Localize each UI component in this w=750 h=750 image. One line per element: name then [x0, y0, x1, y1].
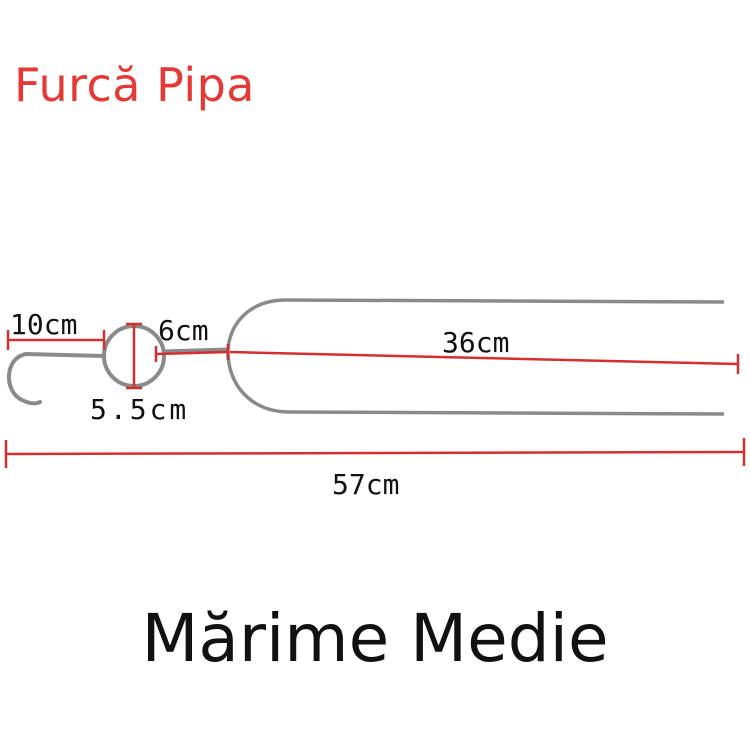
- neck-shape: [161, 347, 229, 355]
- size-label: Mărime Medie: [141, 600, 609, 677]
- measure-hook: [6, 330, 106, 350]
- dimension-total-label: 57cm: [332, 468, 400, 501]
- dimension-neck-label: 6cm: [158, 314, 209, 347]
- measure-prong: [229, 350, 740, 374]
- dimension-hook-label: 10cm: [10, 308, 78, 341]
- measure-total: [4, 438, 746, 468]
- dimension-ring-label: 5.5cm: [90, 393, 190, 426]
- product-title: Furcă Pipa: [14, 58, 255, 112]
- dimension-prong-label: 36cm: [442, 326, 510, 359]
- hook-shape: [7, 351, 106, 406]
- measure-neck: [154, 344, 230, 362]
- measure-ring: [126, 322, 142, 390]
